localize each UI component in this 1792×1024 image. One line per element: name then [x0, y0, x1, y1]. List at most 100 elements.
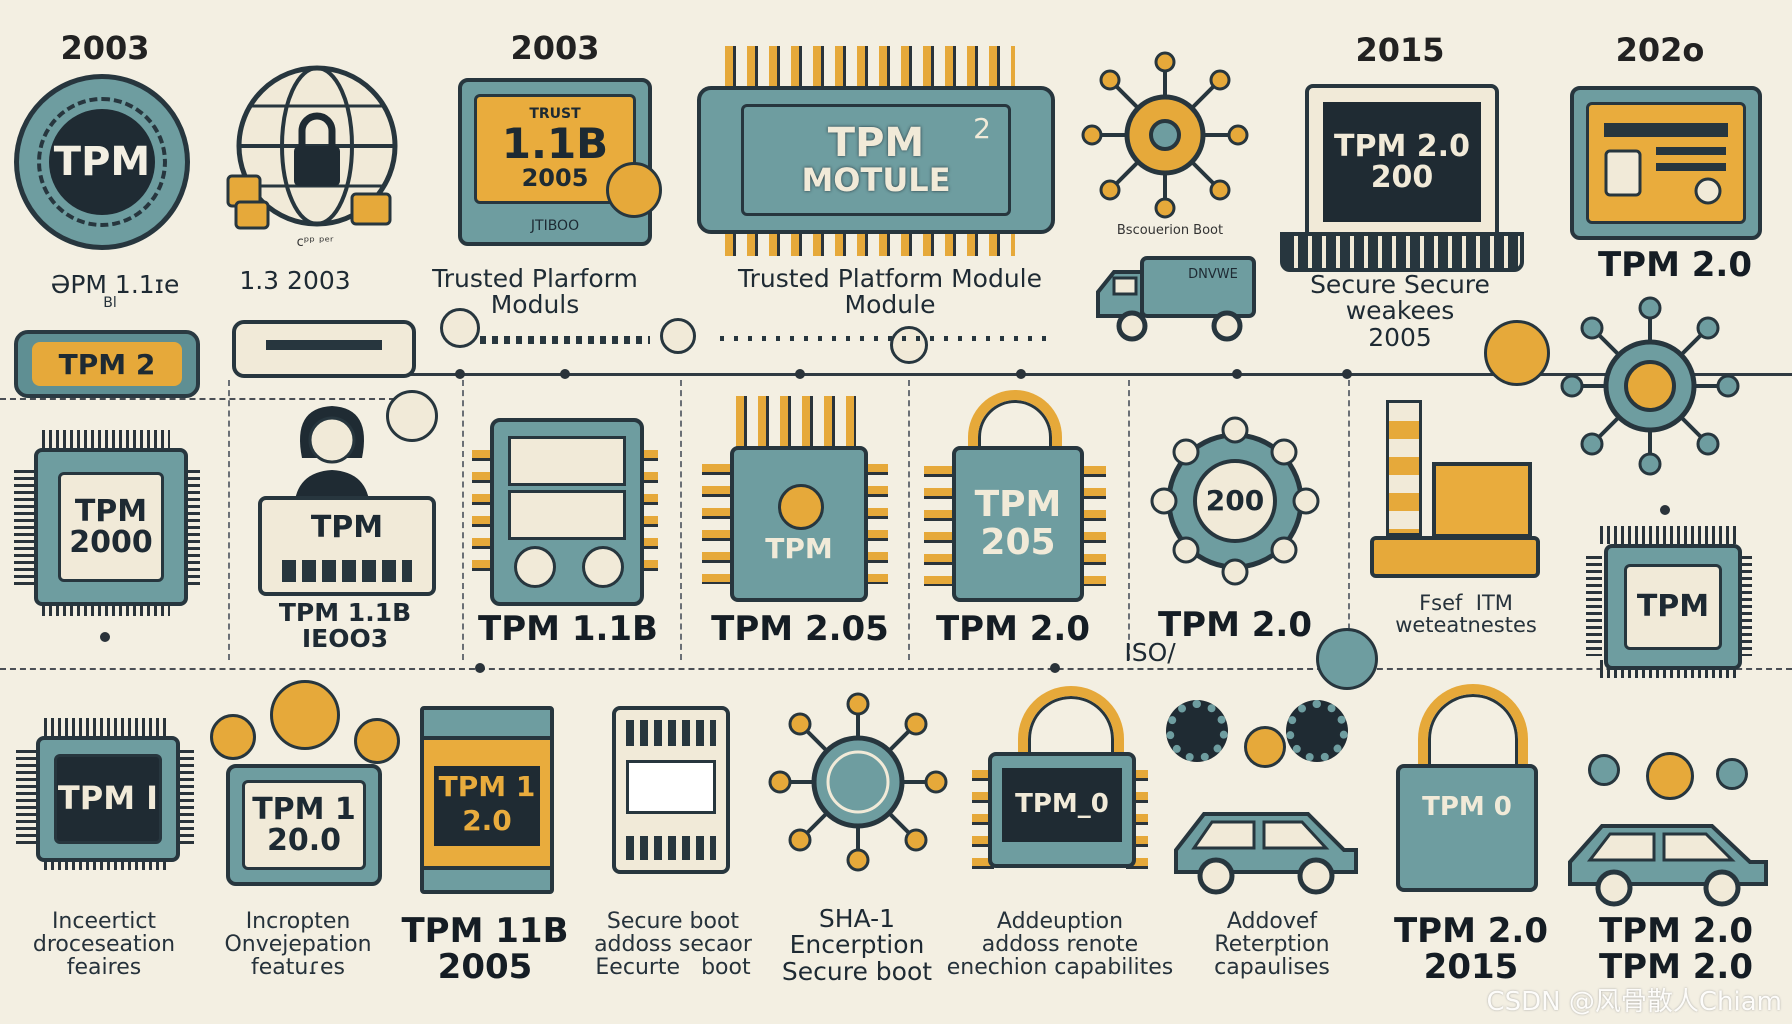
label-tpm-205: TPM 2.05 — [711, 609, 889, 649]
dotted-connector — [480, 336, 650, 344]
tpm-chip-2000: TPM 2000 — [34, 448, 188, 606]
top-right-label: TPM 2.0 — [1597, 245, 1752, 285]
board-label: TPM — [310, 510, 384, 545]
timeline-node — [795, 369, 805, 379]
laptop-line: TPM 2.0 — [1334, 128, 1470, 164]
gear-icon — [1286, 700, 1348, 762]
tpm-chip-right: TPM — [1604, 544, 1742, 670]
tpm-badge-icon: TPM — [14, 74, 190, 250]
chip-label: TPM — [1624, 564, 1722, 650]
caption-4: Trusted Platform Module Module — [737, 264, 1043, 320]
bottom-caption-7: Addovef Reterption capaulises — [1214, 909, 1330, 981]
pins — [14, 470, 36, 588]
pins — [736, 396, 856, 450]
bottom-caption-1: Inceertict droceseation feaires — [32, 909, 176, 981]
fingerprint-icon — [440, 308, 480, 348]
bottom-caption-9: TPM 2.0 TPM 2.0 — [1598, 911, 1753, 987]
coin-icon — [210, 714, 256, 760]
tpm-device-icon — [490, 418, 644, 606]
timeline-node — [560, 369, 570, 379]
caption-1b: Bl — [103, 295, 117, 311]
timeline-node — [1232, 369, 1242, 379]
label-tpm-11b: TPM 1.1B — [478, 609, 658, 649]
pins — [725, 46, 1015, 88]
pins — [472, 450, 494, 580]
timeline-node — [455, 369, 465, 379]
year-label: 202o — [1615, 31, 1705, 69]
bottom-caption-2: Incropten Onvejepation featuɾes — [224, 909, 372, 981]
watermark: CSDN @风骨散人Chiam — [1486, 987, 1782, 1017]
pins — [42, 430, 170, 448]
divider — [1128, 380, 1130, 660]
tpm-module-board: TPM MOTULE 2 — [697, 86, 1055, 234]
network-hub-icon — [1560, 296, 1740, 476]
gear-ring-icon — [1150, 416, 1320, 586]
factory-icon — [1370, 400, 1540, 578]
lock-shackle — [1418, 684, 1528, 794]
caption-3: Trusted Plarform Moduls — [432, 264, 638, 320]
dashboard-icon — [1604, 123, 1728, 205]
tpm-lock-right: TPM 0 — [1396, 764, 1538, 892]
bottom-caption-3: TPM 11B 2005 — [401, 911, 569, 987]
node-icon — [1588, 754, 1620, 786]
year-label: 2003 — [60, 29, 150, 67]
secure-boot-network-icon — [1081, 51, 1249, 219]
laptop-icon: TPM 2.0 200 — [1305, 84, 1499, 240]
timeline-main — [395, 373, 1792, 376]
bottom-caption-8: TPM 2.0 2015 — [1393, 911, 1548, 987]
divider — [462, 380, 464, 660]
screen-line: 2005 — [521, 163, 589, 192]
boot-caption: Bscouerion Boot — [1116, 223, 1224, 238]
pins — [1600, 526, 1736, 544]
tpm-lock-205: TPM 205 — [952, 446, 1084, 602]
module-side-mark: 2 — [973, 112, 991, 145]
node-icon — [1646, 752, 1694, 800]
coin-icon — [606, 162, 662, 218]
label-tpm-20a: TPM 2.0 — [935, 609, 1090, 649]
lock-label: TPM 0 — [1422, 792, 1512, 822]
coin-icon — [1244, 726, 1286, 768]
server-slot-icon — [232, 320, 416, 378]
timeline-node — [475, 663, 485, 673]
chip-label: TPM — [765, 532, 833, 565]
pins — [44, 718, 168, 736]
timeline-node — [100, 632, 110, 642]
timeline-dash-top — [0, 398, 395, 400]
tpm2-pill: TPM 2 — [14, 330, 200, 398]
tpm-11b-display: TRUST 1.1B 2005 JTIBOO — [458, 78, 652, 246]
timeline-node — [1050, 663, 1060, 673]
chip-label: TPM I — [54, 754, 162, 844]
car-icon — [1174, 812, 1358, 895]
caption-1: ƏPM 1.1ɪe — [50, 270, 180, 299]
divider — [228, 380, 230, 660]
globe-lock-icon — [226, 65, 398, 230]
pins — [702, 464, 732, 584]
screen-line: 1.1B — [501, 118, 609, 168]
laptop-line: 200 — [1370, 160, 1434, 195]
divider — [908, 380, 910, 660]
person-caption: TPM 1.1B IEOO3 — [278, 598, 412, 654]
year-label: 2015 — [1355, 31, 1445, 69]
caption-5: Secure Secure weakees 2005 — [1310, 270, 1490, 352]
bottom-caption-6: Addeuption addoss renote enechion capabi… — [946, 909, 1174, 981]
tpm-lock-dark: TPM_0 — [988, 752, 1136, 868]
timeline-node — [1660, 505, 1670, 515]
timeline-node — [1342, 369, 1352, 379]
tpm-chip-yellow: TPM — [730, 446, 868, 602]
ring-label: 200 — [1205, 484, 1265, 517]
tpm-chip-dark: TPM I — [36, 736, 180, 862]
bottom-caption-4: Secure boot addoss secaor Eecurte boot — [594, 909, 752, 981]
globe-seal-icon — [1316, 628, 1378, 690]
module-title: TPM — [827, 120, 925, 167]
screen-label: TPM 1 20.0 — [242, 780, 366, 870]
tpm-module-yellow: TPM 1 2.0 — [420, 706, 554, 894]
module-title: MOTULE — [801, 161, 951, 200]
fingerprint-icon — [660, 318, 696, 354]
fingerprint-icon — [890, 326, 928, 364]
person-icon — [294, 406, 370, 508]
lock-shackle — [1018, 686, 1124, 776]
bottom-caption-5: SHA-1 Encerption Secure boot — [781, 904, 933, 986]
pins — [924, 466, 954, 586]
factory-caption: Fsef ITM weteatnestes — [1395, 591, 1537, 638]
timeline-node — [1016, 369, 1026, 379]
